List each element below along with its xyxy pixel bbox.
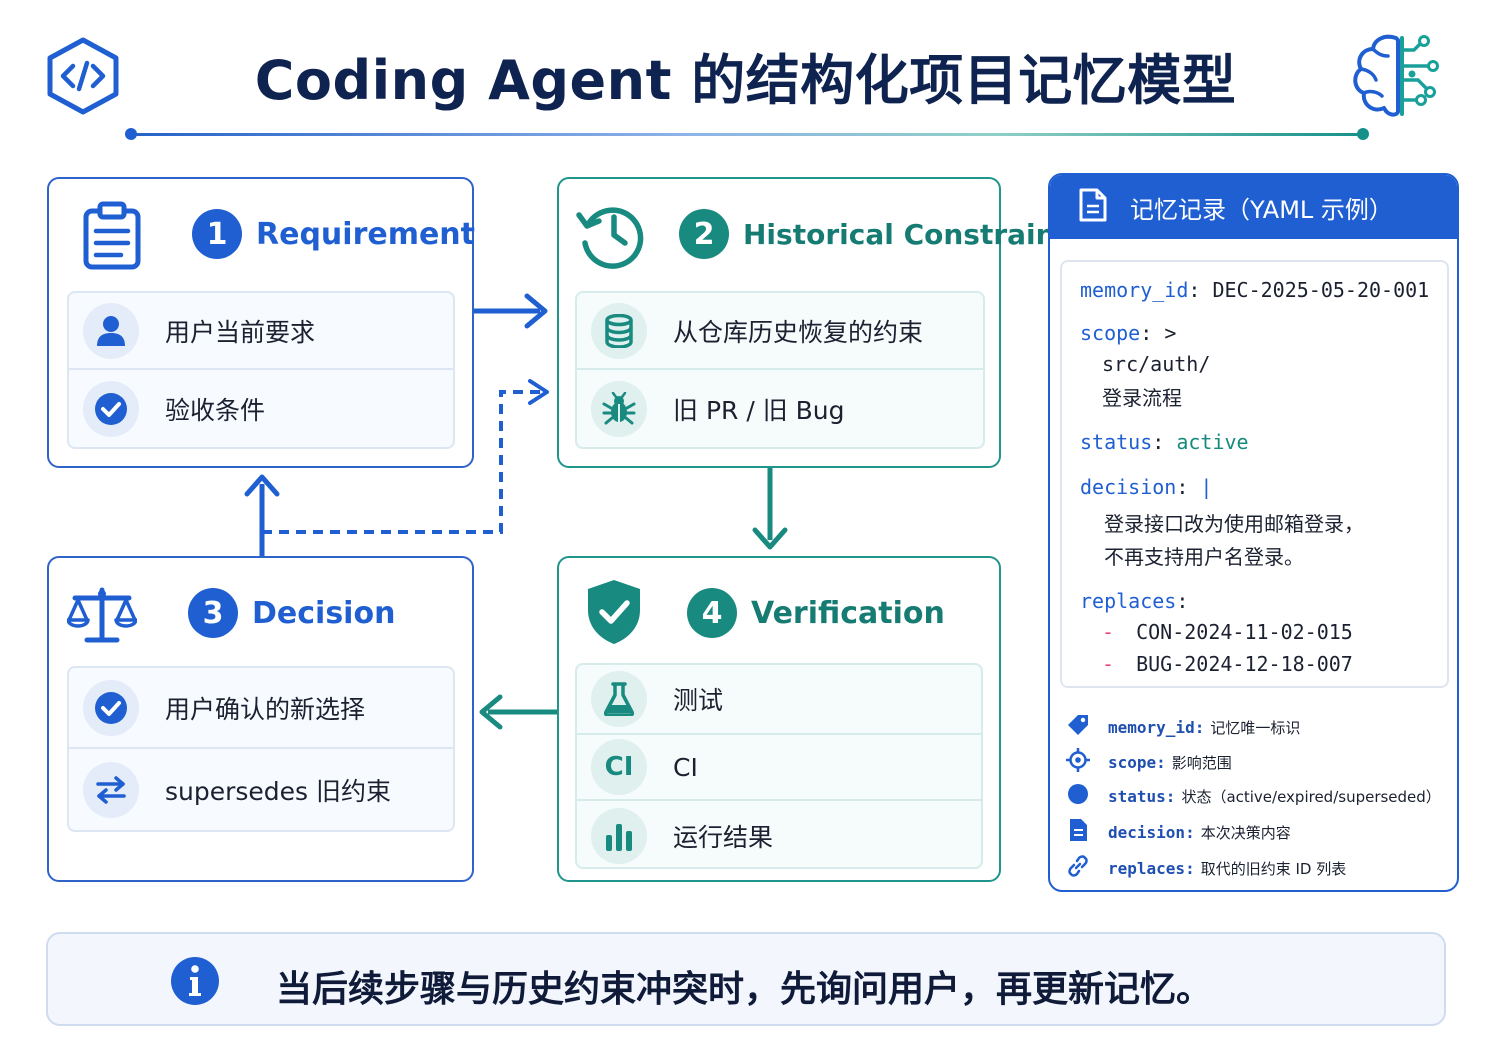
status-dot-icon: [1066, 782, 1090, 810]
list-item: 验收条件: [69, 370, 453, 447]
legend-desc: 本次决策内容: [1200, 823, 1291, 842]
yaml-list-item: CON-2024-11-02-015: [1136, 620, 1353, 644]
link-icon: [1066, 854, 1090, 882]
page-title: Coding Agent 的结构化项目记忆模型: [254, 49, 1237, 112]
clipboard-icon: [81, 201, 143, 271]
title-divider: [125, 128, 1369, 140]
legend-desc: 影响范围: [1171, 753, 1232, 772]
list-item-label: CI: [673, 752, 698, 782]
footer-note: 当后续步骤与历史约束冲突时，先询问用户，再更新记忆。: [46, 932, 1446, 1026]
step-number-badge: 4: [687, 588, 737, 638]
list-item: 用户当前要求: [69, 293, 453, 370]
ci-icon: CI: [591, 739, 647, 795]
yaml-code-block: memory_id: DEC-2025-05-20-001 scope: > s…: [1060, 260, 1449, 688]
list-item-label: 从仓库历史恢复的约束: [673, 317, 924, 347]
target-icon: [1066, 748, 1090, 776]
yaml-colon: :: [1140, 321, 1153, 345]
historical-constraint-title: Historical Constraint: [743, 217, 1069, 251]
legend-desc: 记忆唯一标识: [1210, 718, 1301, 737]
yaml-key: replaces: [1080, 589, 1177, 613]
yaml-status-value: active: [1176, 430, 1249, 454]
step-number-badge: 2: [679, 209, 729, 259]
yaml-panel-title: 记忆记录（YAML 示例）: [1130, 195, 1393, 224]
legend-item: decision: 本次决策内容: [1066, 818, 1456, 846]
header-code-icon: [44, 36, 122, 116]
ci-icon-label: CI: [604, 752, 634, 782]
step-number-badge: 3: [188, 588, 238, 638]
legend-key: scope:: [1108, 752, 1166, 772]
swap-arrows-icon: [83, 761, 139, 818]
yaml-value: DEC-2025-05-20-001: [1212, 278, 1430, 302]
legend-key: decision:: [1108, 822, 1195, 842]
decision-card: 3 Decision 用户确认的新选择 supersedes 旧约: [47, 556, 474, 882]
yaml-key: scope: [1080, 321, 1141, 345]
legend-item: replaces: 取代的旧约束 ID 列表: [1066, 854, 1456, 882]
legend-key: status:: [1108, 786, 1176, 806]
list-item: 运行结果: [577, 801, 981, 867]
list-item: 用户确认的新选择: [69, 668, 453, 749]
database-icon: [591, 302, 647, 359]
check-circle-icon: [83, 380, 139, 437]
list-item-label: 运行结果: [673, 823, 774, 852]
legend-key: memory_id:: [1108, 717, 1205, 737]
legend-item: scope: 影响范围: [1066, 748, 1456, 776]
check-circle-icon: [83, 679, 139, 736]
yaml-colon: :: [1176, 589, 1189, 613]
yaml-block-marker: |: [1200, 475, 1213, 499]
yaml-block-marker: >: [1164, 321, 1177, 345]
verification-title: Verification: [751, 595, 945, 631]
historical-constraint-card: 2 Historical Constraint 从仓库历史恢复的约束: [557, 177, 1069, 468]
bug-icon: [591, 380, 647, 437]
user-icon: [83, 302, 139, 359]
yaml-example-panel: 记忆记录（YAML 示例） memory_id: DEC-2025-05-20-…: [1048, 173, 1459, 892]
info-icon: [170, 956, 220, 1006]
yaml-list-item: BUG-2024-12-18-007: [1136, 652, 1353, 676]
legend-item: status: 状态（active/expired/superseded）: [1066, 782, 1456, 810]
list-item-label: 用户当前要求: [165, 317, 316, 347]
scale-icon: [66, 586, 138, 646]
yaml-panel-header: 记忆记录（YAML 示例）: [1050, 175, 1457, 239]
shield-check-icon: [585, 578, 643, 646]
flask-icon: [591, 671, 647, 727]
yaml-colon: :: [1188, 278, 1201, 302]
list-item-label: 用户确认的新选择: [165, 694, 366, 724]
yaml-value: 登录流程: [1102, 386, 1182, 410]
header-brain-icon: [1348, 30, 1450, 122]
list-item: 测试: [577, 665, 981, 735]
list-item: supersedes 旧约束: [69, 749, 453, 830]
yaml-key: memory_id: [1080, 278, 1189, 302]
document-icon: [1066, 818, 1090, 846]
list-item-label: 验收条件: [165, 395, 266, 425]
yaml-colon: :: [1152, 430, 1165, 454]
decision-title: Decision: [252, 595, 396, 631]
step-number-badge: 1: [192, 209, 242, 259]
legend-desc: 状态（active/expired/superseded）: [1181, 787, 1441, 806]
yaml-value: 登录接口改为使用邮箱登录，: [1104, 512, 1364, 536]
verification-card: 4 Verification 测试 CI CI: [557, 556, 1001, 882]
footer-text: 当后续步骤与历史约束冲突时，先询问用户，再更新记忆。: [276, 969, 1213, 1010]
document-icon: [1078, 187, 1108, 227]
history-clock-icon: [575, 199, 649, 269]
requirement-title: Requirement: [256, 216, 476, 252]
tag-icon: [1066, 713, 1090, 741]
requirement-card: 1 Requirement 用户当前要求 验收条件: [47, 177, 476, 468]
list-item: CI CI: [577, 735, 981, 801]
list-item-label: 测试: [673, 686, 724, 715]
yaml-dash: -: [1102, 652, 1115, 676]
list-item: 旧 PR / 旧 Bug: [577, 370, 983, 447]
yaml-value: src/auth/: [1102, 352, 1211, 376]
list-item-label: 旧 PR / 旧 Bug: [673, 395, 845, 425]
list-item-label: supersedes 旧约束: [165, 776, 392, 806]
yaml-key: status: [1080, 430, 1153, 454]
legend-key: replaces:: [1108, 858, 1195, 878]
yaml-colon: :: [1176, 475, 1189, 499]
yaml-dash: -: [1102, 620, 1115, 644]
list-item: 从仓库历史恢复的约束: [577, 293, 983, 370]
yaml-value: 不再支持用户名登录。: [1104, 545, 1304, 569]
bar-chart-icon: [591, 808, 647, 864]
legend-desc: 取代的旧约束 ID 列表: [1200, 859, 1347, 878]
legend-item: memory_id: 记忆唯一标识: [1066, 713, 1456, 741]
yaml-key: decision: [1080, 475, 1177, 499]
